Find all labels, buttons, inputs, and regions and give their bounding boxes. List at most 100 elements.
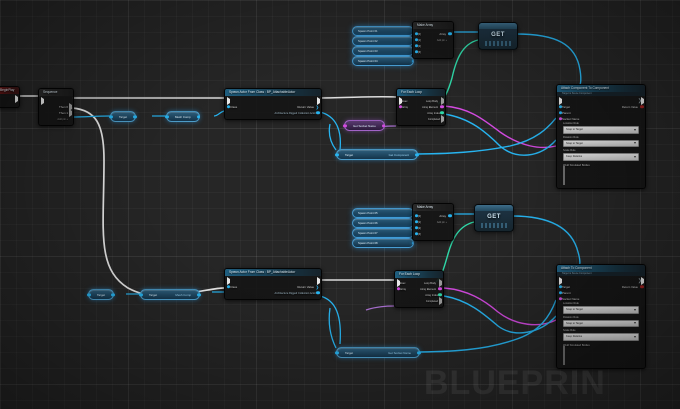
chevron-down-icon [634,322,636,325]
get-node-bars [485,41,511,46]
foreach-array-row[interactable]: Array Array Element [397,104,445,110]
node-title: For Each Loop [397,89,445,96]
array-item-1[interactable]: Spawn Point 01 [352,26,414,36]
node-for-each-loop-lower[interactable]: For Each Loop Exec Loop Body Array Array… [394,270,444,308]
scale-rule-label: Scale Rule [563,149,576,152]
weld-simulated-bodies-row[interactable]: Weld Simulated Bodies [563,163,590,167]
foreach-exec-row[interactable]: Exec Loop Body [395,279,443,287]
node-title: Make Array [413,22,453,29]
array-item-8[interactable]: Spawn Point 08 [352,238,414,248]
attach-parent-row[interactable]: Parent [557,290,645,296]
node-title: Attach Component To Component [557,85,645,92]
foreach-completed-row[interactable]: Completed [397,115,445,123]
attach-return-label: Return Value [621,105,638,109]
spawn-subtitle-row: Architecture Rigged Collection Actor [225,290,321,296]
rotation-rule-label: Rotation Rule [563,315,579,319]
weld-simulated-bodies-checkbox[interactable] [563,345,565,365]
node-title: For Each Loop [395,271,443,278]
chevron-down-icon [634,142,636,145]
foreach-index-row[interactable]: Array Index [397,110,445,116]
array-item-5[interactable]: Spawn Point 05 [352,208,414,218]
rotation-rule-dropdown[interactable]: Snap to Target [563,139,639,147]
attach-parent-row[interactable]: Parent [557,110,645,116]
make-array-in-1[interactable]: [1] Add pin + [413,37,453,43]
collapse-chevron-icon[interactable]: ❯ [637,278,642,284]
collapse-chevron-icon[interactable]: ❯ [637,98,642,104]
watermark: BLUEPRIN [424,364,606,402]
spawn-subtitle-row: Architecture Rigged Collection Actor [225,110,321,116]
chevron-down-icon [634,308,636,311]
scale-rule-dropdown[interactable]: Keep Relative [563,333,639,341]
add-pin-label[interactable]: Add pin + [436,38,447,42]
node-event-begin-play[interactable]: Event BeginPlay [0,86,20,108]
make-array-in-0[interactable]: [0] Array [413,213,453,219]
foreach-exec-row[interactable]: Exec Loop Body [397,97,445,105]
make-array-in-2[interactable]: [2] [413,225,453,231]
get-node-bars [481,223,507,228]
node-title: Event BeginPlay [0,87,19,94]
rotation-rule-dropdown[interactable]: Snap to Target [563,319,639,327]
then0-row[interactable]: Then 0 [39,103,73,111]
node-spawn-actor-upper[interactable]: Spawn Actor From Class : BP_AttachableAc… [224,88,322,120]
location-rule-label: Location Rule [563,302,579,305]
location-rule-dropdown[interactable]: Snap to Target [563,126,639,134]
node-spawn-actor-lower[interactable]: Spawn Actor From Class : BP_AttachableAc… [224,268,322,300]
chevron-down-icon [634,128,636,131]
attach-target-row[interactable]: Target Return Value [557,104,645,110]
node-get-lower[interactable]: GET [474,204,514,232]
weld-simulated-bodies-row[interactable]: Weld Simulated Bodies [563,343,590,347]
rotation-rule-label: Rotation Rule [563,135,579,139]
array-out-label: Array [439,32,446,36]
attach-socket-row[interactable]: Socket Name [557,116,645,122]
location-rule-label: Location Rule [563,122,579,125]
node-make-array-upper[interactable]: Make Array [0] Array [1] Add pin + [2] [… [412,21,454,59]
node-get-upper[interactable]: GET [478,22,518,50]
node-title: Attach To Component [557,265,645,272]
make-array-in-2[interactable]: [2] [413,43,453,49]
foreach-index-row[interactable]: Array Index [395,292,443,298]
make-array-in-3[interactable]: [3] [413,49,453,55]
get-pill-socket-name-upper[interactable]: Get Socket Name [343,120,386,131]
array-item-6[interactable]: Spawn Point 06 [352,218,414,228]
add-pin-row[interactable]: Add pin + [57,117,68,121]
foreach-array-row[interactable]: Array Array Element [395,286,443,292]
get-node-cap [475,205,513,211]
array-item-2[interactable]: Spawn Point 02 [352,36,414,46]
node-for-each-loop-upper[interactable]: For Each Loop Exec Loop Body Array Array… [396,88,446,126]
node-attach-component-lower[interactable]: Attach To Component Target is Scene Comp… [556,264,646,369]
spawn-class-row[interactable]: Class Return Value ❯ [225,284,321,290]
array-item-4[interactable]: Spawn Point 04 [352,56,414,66]
foreach-completed-row[interactable]: Completed [395,297,443,305]
make-array-in-3[interactable]: [3] [413,231,453,237]
spawn-class-row[interactable]: Class Return Value ❯ [225,104,321,110]
get-pill-target-lower-3[interactable]: Target Get Socket Name [335,347,421,358]
scale-rule-label: Scale Rule [563,329,576,332]
node-title: Sequence [39,89,73,96]
array-item-3[interactable]: Spawn Point 03 [352,46,414,56]
node-attach-component-upper[interactable]: Attach Component To Component Target is … [556,84,646,189]
node-title: Make Array [413,204,453,211]
chevron-down-icon [634,335,636,338]
make-array-in-0[interactable]: [0] Array [413,31,453,37]
scale-rule-dropdown[interactable]: Keep Relative [563,153,639,161]
node-title: Spawn Actor From Class : BP_AttachableAc… [225,89,321,96]
get-node-cap [479,23,517,29]
then1-row[interactable]: Then 1 [39,109,73,117]
node-make-array-lower[interactable]: Make Array [0] Array [1] Add pin + [2] [… [412,203,454,241]
node-title: Spawn Actor From Class : BP_AttachableAc… [225,269,321,276]
weld-simulated-bodies-checkbox[interactable] [563,165,565,185]
attach-target-row[interactable]: Target Return Value [557,284,645,290]
get-pill-target-1[interactable]: Target [109,111,137,122]
get-label: GET [491,32,505,38]
get-pill-target-upper[interactable]: Target Get Component [335,149,419,160]
get-pill-target-lower-2[interactable]: Target Mesh Comp [139,289,201,300]
location-rule-dropdown[interactable]: Snap to Target [563,306,639,314]
get-pill-mesh-comp-1[interactable]: Mesh Comp [165,111,201,122]
attach-socket-row[interactable]: Socket Name [557,296,645,302]
make-array-in-1[interactable]: [1] Add pin + [413,219,453,225]
node-subtitle: Target is Scene Component [557,272,645,276]
get-pill-target-lower-1[interactable]: Target [87,289,115,300]
node-sequence[interactable]: Sequence Then 0 Then 1 Add pin + [38,88,74,126]
array-item-7[interactable]: Spawn Point 07 [352,228,414,238]
